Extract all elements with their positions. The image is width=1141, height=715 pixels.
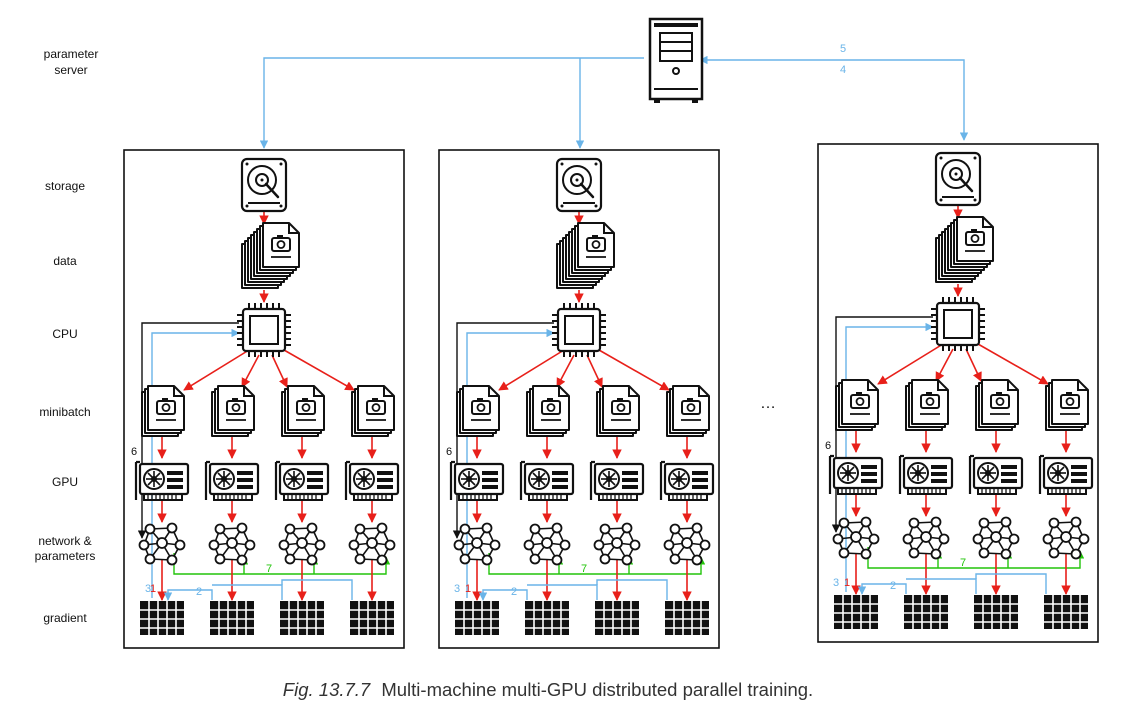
step-5-label: 5 [840,43,846,55]
machine-2 [439,150,719,648]
machine-1 [124,150,404,648]
m3-step-7: 7 [960,557,966,569]
m3-step-2: 2 [890,580,896,592]
label-gradient: gradient [43,611,87,625]
m2-step-6: 6 [446,446,452,458]
m2-step-1: 1 [465,583,471,595]
m3-step-3: 3 [833,577,839,589]
machine-1-step-labels: 6 3 1 2 7 [131,446,272,598]
m1-step-1: 1 [150,583,156,595]
server-icon [648,17,704,105]
label-cpu: CPU [52,327,77,341]
machine-2-step-labels: 6 3 1 2 7 [446,446,587,598]
label-data: data [53,254,77,268]
row-labels: parameter server storage data CPU miniba… [35,47,99,625]
label-storage: storage [45,179,85,193]
figure-caption: Fig. 13.7.7 Multi-machine multi-GPU dist… [283,679,813,700]
server-links [259,55,969,149]
ellipsis: … [760,395,776,412]
machine-3 [818,144,1098,642]
m3-step-6: 6 [825,440,831,452]
caption-text: Multi-machine multi-GPU distributed para… [381,679,813,700]
m3-step-1: 1 [844,577,850,589]
m2-step-2: 2 [511,586,517,598]
label-minibatch: minibatch [39,405,90,419]
m1-step-2: 2 [196,586,202,598]
step-4-label: 4 [840,64,846,76]
label-network-line1: network & [38,534,91,548]
m1-step-3: 3 [145,583,151,595]
caption-fig-number: Fig. 13.7.7 [283,679,371,700]
m2-step-3: 3 [454,583,460,595]
label-gpu: GPU [52,475,78,489]
m1-step-6: 6 [131,446,137,458]
m1-step-7: 7 [266,563,272,575]
m2-step-7: 7 [581,563,587,575]
label-parameter-server-line1: parameter [44,47,99,61]
machine-3-step-labels: 6 3 1 2 7 [825,440,966,592]
label-network-line2: parameters [35,549,96,563]
label-parameter-server-line2: server [54,63,87,77]
